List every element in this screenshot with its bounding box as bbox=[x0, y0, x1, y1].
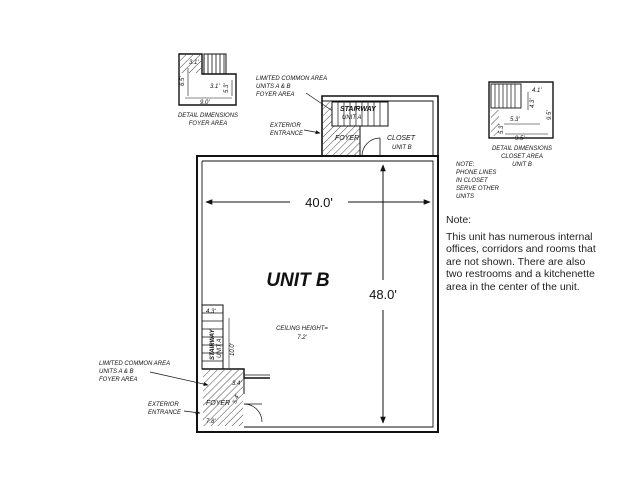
bottom-stair-width: 4.3' bbox=[206, 309, 216, 315]
top-stairway-unit: UNIT A bbox=[342, 115, 361, 121]
detail-foyer-caption-1: DETAIL DIMENSIONS bbox=[178, 113, 238, 119]
detail-foyer-dim-5: 9.0' bbox=[200, 100, 210, 106]
phone-note-1: NOTE: bbox=[456, 162, 475, 168]
unit-note: Note: This unit has numerous internal of… bbox=[446, 214, 596, 294]
top-foyer-label: FOYER bbox=[335, 135, 359, 142]
detail-closet-caption-1: DETAIL DIMENSIONS bbox=[492, 146, 552, 152]
ceiling-height-label: CEILING HEIGHT= bbox=[276, 326, 328, 332]
detail-stair-treads bbox=[207, 54, 225, 74]
detail-foyer-outline bbox=[178, 53, 237, 106]
detail-closet-area: 4.1' 4.3' 5.3' 5.3' 9.5' 9.5' DETAIL DIM… bbox=[456, 81, 554, 200]
phone-note-3: IN CLOSET bbox=[456, 178, 489, 184]
bottom-stair-length: 10.0' bbox=[230, 342, 236, 356]
unit-b-outline bbox=[196, 155, 439, 433]
common-area-bottom-line-2: UNITS A & B bbox=[99, 369, 134, 375]
bottom-stair-treads bbox=[202, 312, 223, 362]
bottom-door-swing bbox=[243, 403, 263, 423]
top-stair-treads bbox=[337, 102, 381, 126]
detail-closet-dim-2: 4.3' bbox=[530, 98, 536, 108]
exterior-entrance-label-bottom: EXTERIOR ENTRANCE bbox=[148, 402, 201, 416]
detail-closet-dim-1: 4.1' bbox=[532, 88, 542, 94]
bottom-foyer-dim-2: 7.8' bbox=[206, 419, 216, 425]
detail-foyer-dim-4: 5.3' bbox=[224, 83, 230, 93]
detail-closet-caption-2: CLOSET AREA bbox=[501, 154, 543, 160]
common-area-label-bottom: LIMITED COMMON AREA UNITS A & B FOYER AR… bbox=[99, 361, 209, 386]
bottom-foyer-label: FOYER bbox=[206, 400, 230, 407]
detail-closet-dim-6: 9.5' bbox=[547, 110, 553, 120]
ceiling-height-value: 7.2' bbox=[297, 335, 307, 341]
unit-title: UNIT B bbox=[266, 270, 330, 291]
top-stairway-label: STAIRWAY bbox=[340, 106, 377, 113]
common-area-top-line-1: LIMITED COMMON AREA bbox=[256, 76, 327, 82]
exterior-entrance-label-top: EXTERIOR ENTRANCE bbox=[270, 123, 321, 137]
bottom-foyer-dim-3: 5.4' bbox=[232, 393, 241, 405]
top-closet-unit: UNIT B bbox=[392, 145, 412, 151]
top-closet-label: CLOSET bbox=[387, 135, 416, 142]
exterior-top-line-1: EXTERIOR bbox=[270, 123, 301, 129]
bottom-stairway-label: STAIRWAY bbox=[210, 328, 216, 360]
detail-foyer-dim-1: 3.1' bbox=[189, 60, 199, 66]
common-area-bottom-line-1: LIMITED COMMON AREA bbox=[99, 361, 170, 367]
height-dimension-label: 48.0' bbox=[369, 287, 397, 302]
detail-foyer-dim-2: 6.5' bbox=[180, 76, 186, 86]
top-stairway bbox=[331, 101, 389, 127]
common-area-top-line-3: FOYER AREA bbox=[256, 92, 294, 98]
detail-closet-dim-3: 5.3' bbox=[510, 117, 520, 123]
phone-note-5: UNITS bbox=[456, 194, 474, 200]
exterior-bottom-line-1: EXTERIOR bbox=[148, 402, 179, 408]
detail-stair-box bbox=[203, 53, 227, 75]
exterior-top-line-2: ENTRANCE bbox=[270, 131, 304, 137]
note-heading: Note: bbox=[446, 214, 472, 226]
detail-closet-dim-5: 9.5' bbox=[515, 136, 525, 142]
phone-note-4: SERVE OTHER bbox=[456, 186, 500, 192]
bottom-foyer: FOYER 3.4' 7.8' 5.4' bbox=[202, 368, 270, 426]
detail-foyer-caption-2: FOYER AREA bbox=[189, 121, 227, 127]
detail-closet-dim-4: 5.3' bbox=[499, 124, 505, 134]
top-door-swing bbox=[361, 137, 381, 157]
exterior-bottom-line-2: ENTRANCE bbox=[148, 410, 182, 416]
detail-foyer-area: 3.1' 6.5' 3.1' 5.3' 9.0' DETAIL DIMENSIO… bbox=[178, 53, 238, 127]
bottom-stairway-unit: UNIT A bbox=[217, 339, 223, 358]
width-dimension-label: 40.0' bbox=[305, 195, 333, 210]
phone-note-2: PHONE LINES bbox=[456, 170, 496, 176]
bottom-foyer-hatch bbox=[203, 370, 243, 426]
bottom-stairway: 4.3' STAIRWAY UNIT A 10.0' bbox=[201, 304, 236, 370]
detail-closet-outline bbox=[488, 81, 554, 139]
detail-closet-caption-3: UNIT B bbox=[512, 162, 532, 168]
width-dimension: 40.0' bbox=[205, 195, 431, 210]
detail-foyer-dim-3: 3.1' bbox=[210, 84, 220, 90]
detail-foyer-hatch bbox=[180, 55, 201, 73]
common-area-bottom-line-3: FOYER AREA bbox=[99, 377, 137, 383]
common-area-top-line-2: UNITS A & B bbox=[256, 84, 291, 90]
unit-b-wall-inner bbox=[202, 160, 434, 428]
detail-closet-stair bbox=[490, 83, 522, 109]
bottom-foyer-dim-1: 3.4' bbox=[232, 381, 242, 387]
unit-b-wall-outer bbox=[196, 155, 439, 433]
note-body: This unit has numerous internal offices,… bbox=[446, 230, 596, 293]
height-dimension: 48.0' bbox=[369, 164, 397, 424]
top-rooms: STAIRWAY UNIT A FOYER CLOSET UNIT B bbox=[321, 95, 439, 157]
